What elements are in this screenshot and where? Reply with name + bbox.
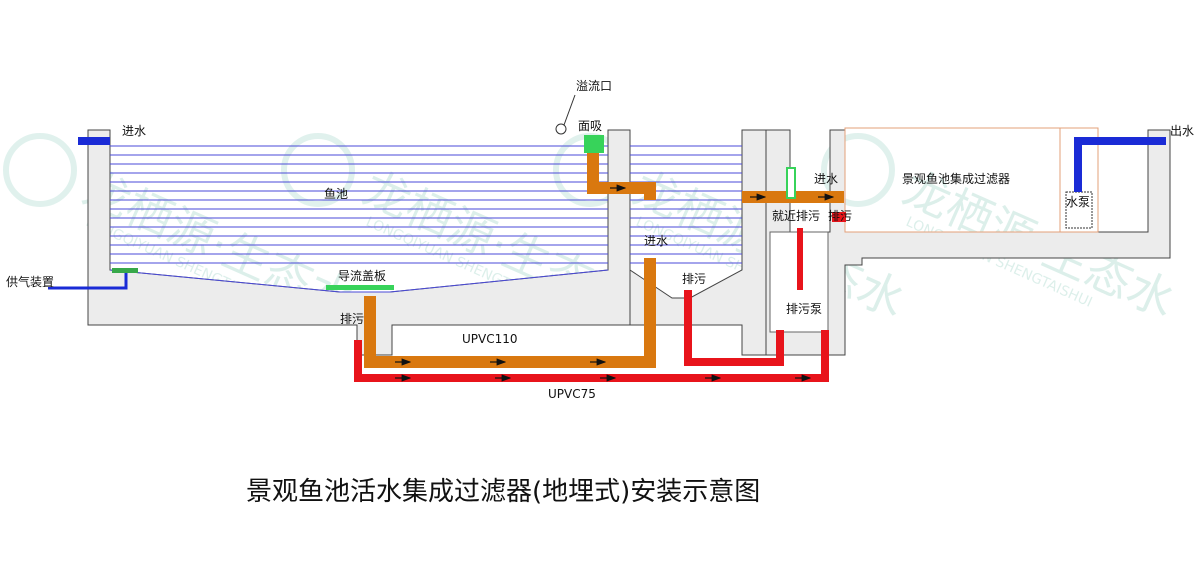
skimmer-head xyxy=(584,135,604,153)
pipes xyxy=(48,135,1166,382)
label-drain-center: 排污 xyxy=(340,312,364,326)
label-drain-right: 排污 xyxy=(828,209,852,223)
drain-pipe-middle xyxy=(684,290,784,366)
pipe-upvc75 xyxy=(354,330,829,382)
pump-well xyxy=(1059,127,1099,233)
label-fish-pond: 鱼池 xyxy=(324,187,348,201)
label-pipe-110: UPVC110 xyxy=(462,332,518,346)
label-drain-pump: 排污泵 xyxy=(786,302,822,316)
drain-outlet-right xyxy=(832,212,846,222)
label-outlet: 出水 xyxy=(1170,124,1194,138)
pipe-upvc110 xyxy=(364,258,656,368)
label-surface-skimmer: 面吸 xyxy=(578,119,602,133)
labels: 进水 鱼池 溢流口 面吸 供气装置 导流盖板 排污 进水 排污 UPVC110 … xyxy=(6,79,1194,401)
water-pump-body xyxy=(1065,191,1093,229)
label-overflow: 溢流口 xyxy=(576,79,612,93)
label-pipe-75: UPVC75 xyxy=(548,387,596,401)
outlet-pipe xyxy=(1074,137,1166,192)
pond-floor-line xyxy=(109,269,609,293)
label-water-pump: 水泵 xyxy=(1066,195,1090,209)
air-supply-line xyxy=(48,272,128,290)
label-air-supply: 供气装置 xyxy=(6,274,54,289)
label-nearby-drain: 就近排污 xyxy=(772,209,820,223)
label-filter-name: 景观鱼池集成过滤器 xyxy=(902,171,1010,186)
label-inlet-left: 进水 xyxy=(122,124,146,138)
valve xyxy=(786,167,796,199)
flow-arrows xyxy=(395,184,835,382)
label-inlet-filter: 进水 xyxy=(814,172,838,186)
label-guide-cover: 导流盖板 xyxy=(338,269,386,283)
label-drain-middle: 排污 xyxy=(682,272,706,286)
overflow-marker xyxy=(555,94,576,135)
guide-cover-plate xyxy=(326,285,394,290)
diagram-title: 景观鱼池活水集成过滤器(地埋式)安装示意图 xyxy=(246,477,760,507)
air-diffuser xyxy=(112,268,138,273)
label-inlet-middle: 进水 xyxy=(644,234,668,248)
